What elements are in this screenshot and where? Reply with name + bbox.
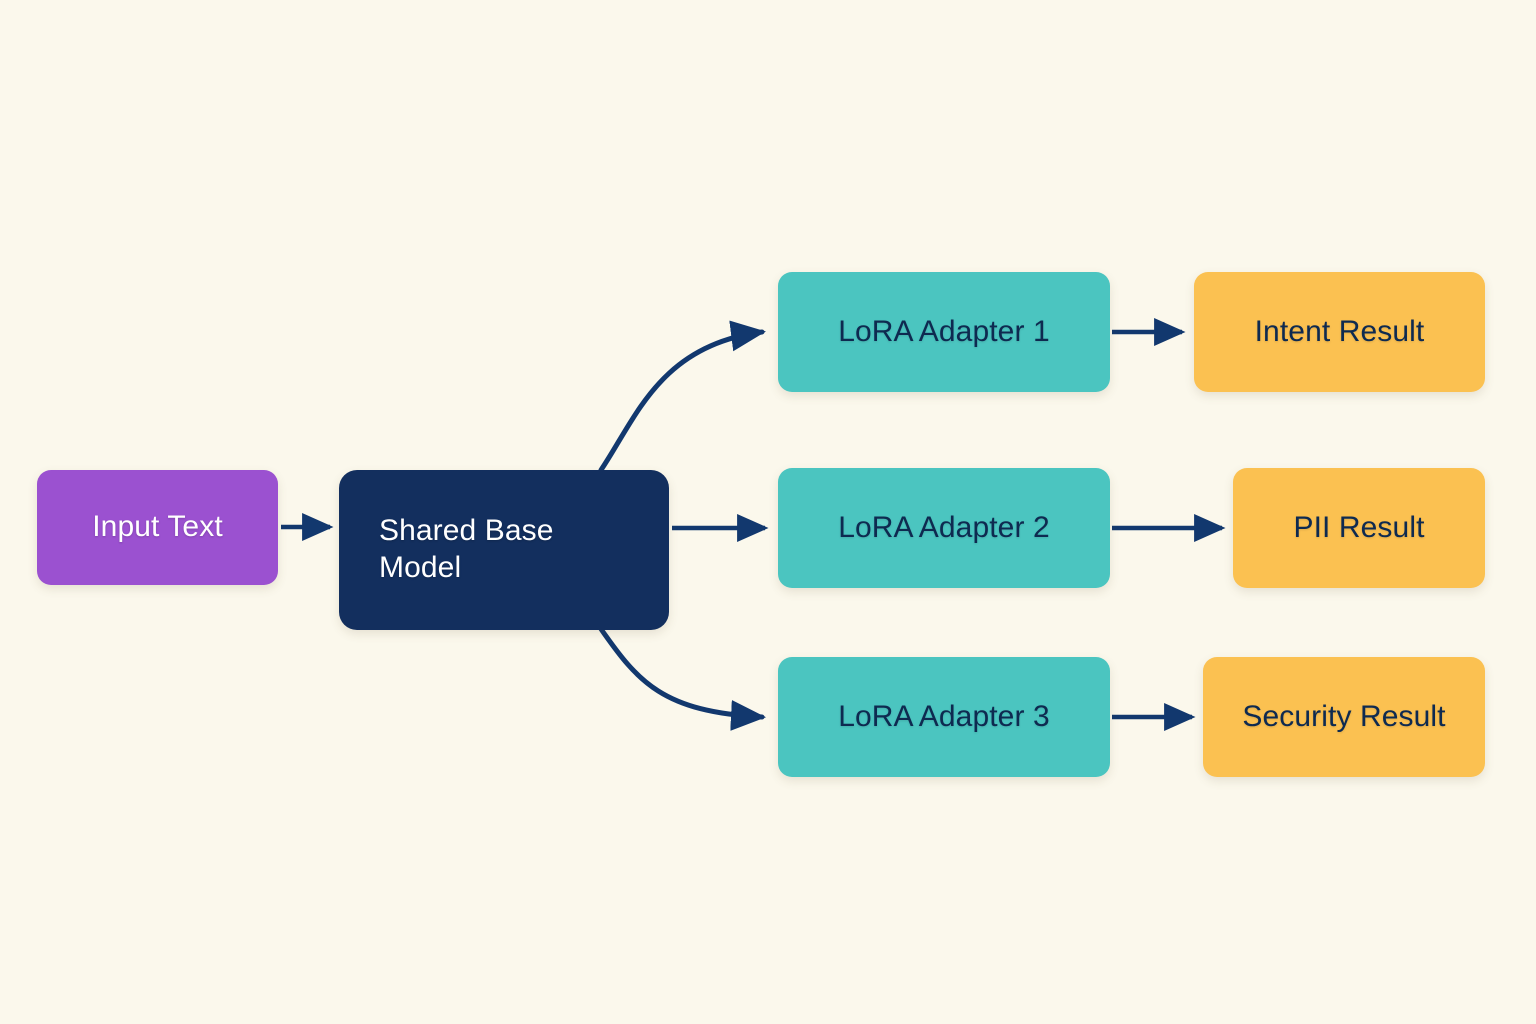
node-intent-result[interactable]: Intent Result — [1194, 272, 1485, 392]
node-security-result-label: Security Result — [1242, 699, 1446, 733]
node-lora-adapter-1-label: LoRA Adapter 1 — [838, 314, 1050, 348]
node-shared-base-model[interactable]: Shared Base Model — [339, 470, 669, 630]
node-security-result[interactable]: Security Result — [1203, 657, 1485, 777]
node-pii-result-label: PII Result — [1293, 510, 1425, 544]
node-lora-adapter-2-label: LoRA Adapter 2 — [838, 510, 1050, 544]
node-input-text[interactable]: Input Text — [37, 470, 278, 585]
base-model-line-1: Shared Base — [379, 514, 554, 548]
node-lora-adapter-1[interactable]: LoRA Adapter 1 — [778, 272, 1110, 392]
base-model-line-2: Model — [379, 551, 462, 584]
node-intent-result-label: Intent Result — [1254, 314, 1425, 348]
node-input-text-label: Input Text — [92, 510, 223, 544]
edge-base-to-adapter-1 — [598, 320, 766, 473]
node-pii-result[interactable]: PII Result — [1233, 468, 1485, 588]
node-lora-adapter-2[interactable]: LoRA Adapter 2 — [778, 468, 1110, 588]
node-shared-base-model-label: Shared Base Model — [379, 513, 629, 586]
node-lora-adapter-3[interactable]: LoRA Adapter 3 — [778, 657, 1110, 777]
node-lora-adapter-3-label: LoRA Adapter 3 — [838, 699, 1050, 733]
edge-base-to-adapter-3 — [598, 626, 766, 731]
